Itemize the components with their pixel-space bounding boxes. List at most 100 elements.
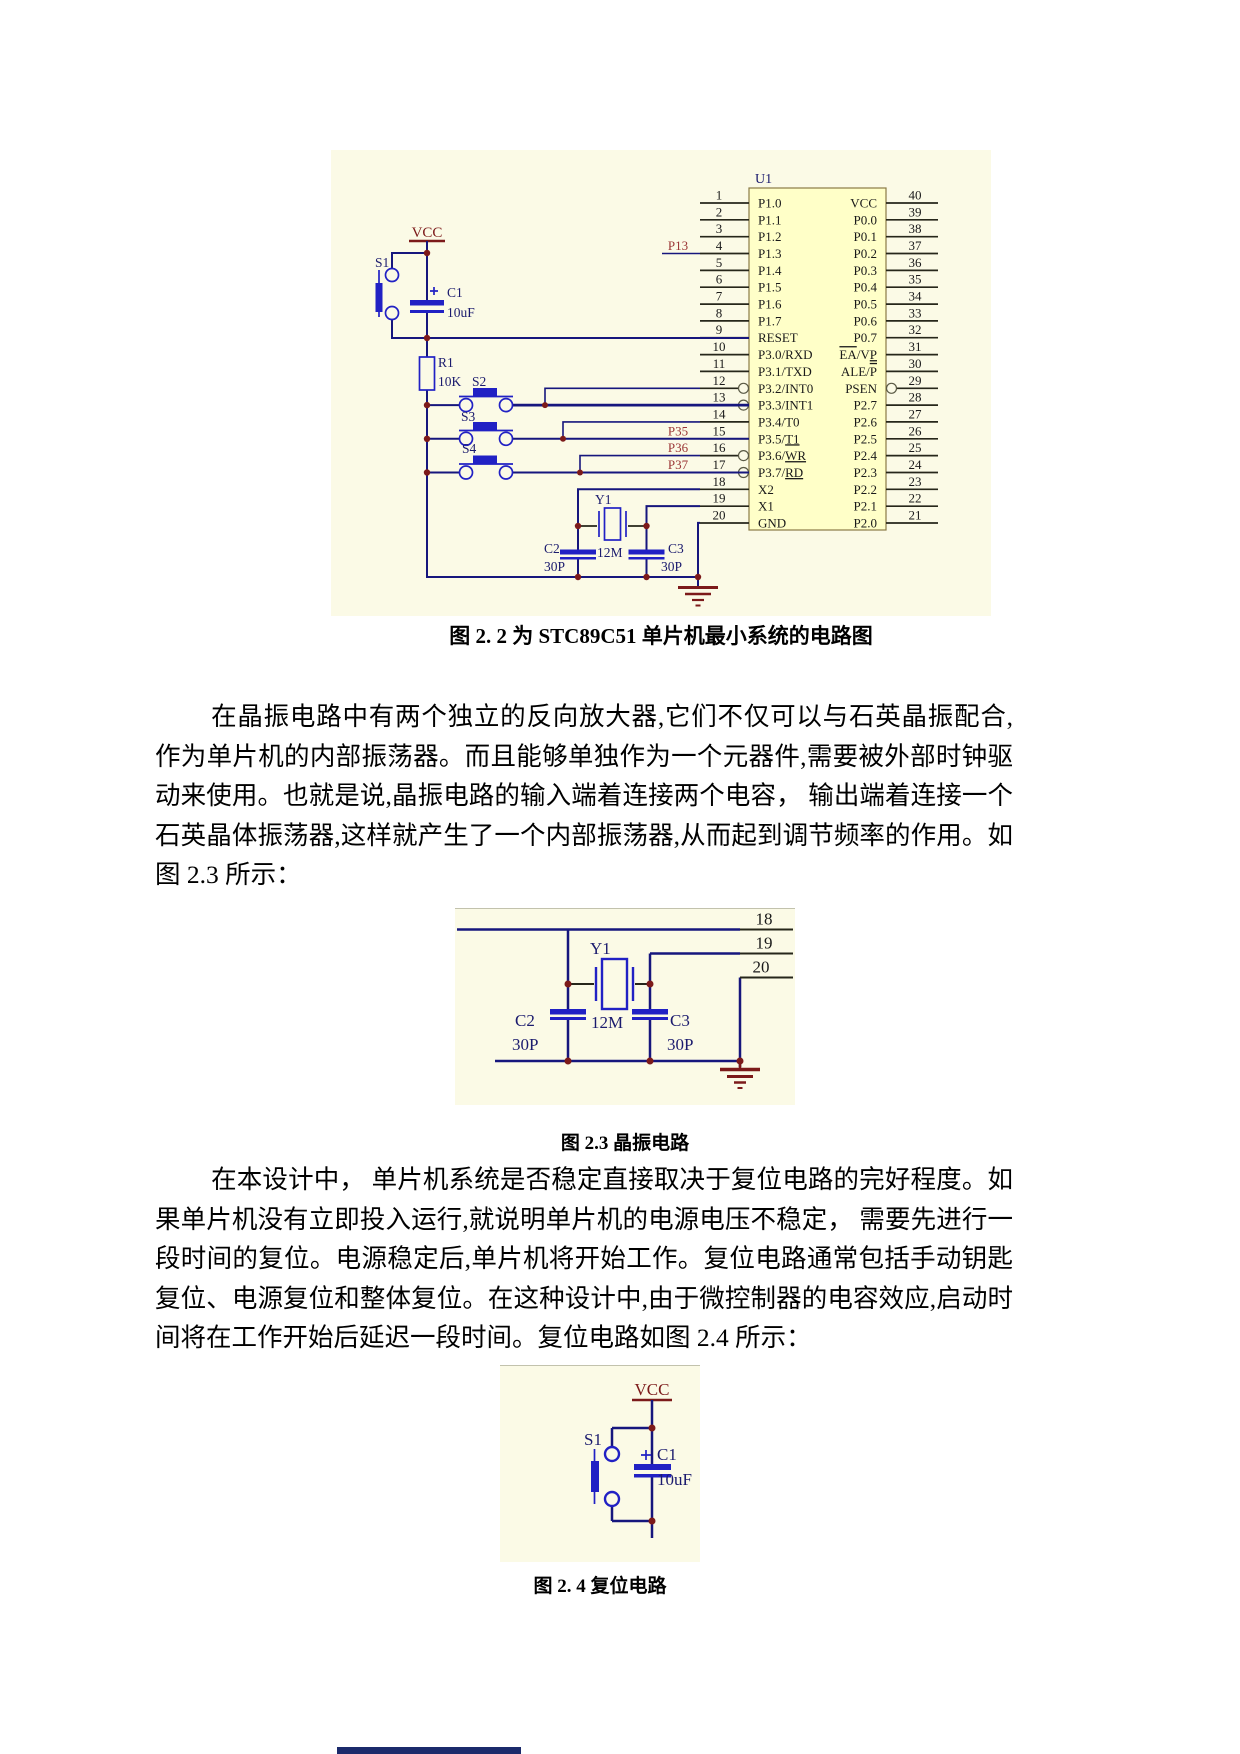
c3-plate-top: [632, 1009, 668, 1015]
y1-value: 12M: [591, 1013, 623, 1032]
pin-label-right-28: P2.7: [854, 398, 878, 413]
s1-ref: S1: [584, 1430, 602, 1449]
crystal-circuit-svg: 18 19 20 Y1 12M C2 30P C3 30P: [457, 910, 793, 1089]
pin-label-left-3: P1.2: [758, 229, 781, 244]
paragraph-reset: 在本设计中， 单片机系统是否稳定直接取决于复位电路的完好程度。如果单片机没有立即…: [155, 1165, 1013, 1352]
pin-label-left-7: P1.6: [758, 297, 782, 312]
pin-number-right-40: 40: [909, 188, 922, 203]
s1-terminal-bottom: [603, 1490, 621, 1508]
pin-number-left-16: 16: [713, 440, 727, 455]
reset-circuit-svg: VCC S1 C1 10uF: [584, 1380, 692, 1538]
s1-terminal-top: [384, 267, 400, 283]
pin-label-left-9: RESET: [758, 330, 798, 345]
c3-plate-bottom: [632, 1017, 668, 1020]
c3-value: 30P: [667, 1035, 693, 1054]
c2-plate-bottom: [560, 557, 596, 560]
s3-terminal-right: [498, 431, 514, 447]
pin-label-left-16: P3.6/WR: [758, 448, 806, 463]
pin-number-left-4: 4: [716, 238, 723, 253]
pin-number-left-1: 1: [716, 188, 723, 203]
c2-ref: C2: [544, 541, 560, 556]
pin-number-right-30: 30: [909, 356, 922, 371]
c3-value: 30P: [661, 559, 682, 574]
pin-number-right-22: 22: [909, 491, 922, 506]
pin-label-right-24: P2.3: [854, 465, 877, 480]
pin-label-right-26: P2.5: [854, 431, 877, 446]
inversion-bubble-pin-29: [885, 382, 898, 394]
c1-plate-bottom: [634, 1474, 671, 1478]
s1-terminal-bottom: [384, 305, 400, 321]
c1-ref: C1: [447, 285, 463, 300]
y1-plates: [598, 511, 627, 537]
y1-ref: Y1: [595, 492, 612, 507]
pin-number-right-29: 29: [909, 373, 922, 388]
c2-plate-top: [560, 549, 596, 555]
pin-label-left-15: P3.5/T1: [758, 431, 800, 446]
int0-step-wire: [544, 387, 700, 406]
c2-plate-top: [550, 1009, 586, 1015]
pin-number-left-6: 6: [716, 272, 723, 287]
junction-dots: [648, 1424, 656, 1525]
r1-body: [418, 356, 436, 391]
pin-label-left-12: P3.2/INT0: [758, 381, 813, 396]
junction-dots: [423, 249, 702, 581]
pin-label-left-10: P3.0/RXD: [758, 347, 813, 362]
components-layer: [375, 267, 718, 607]
ic-pins-layer: 1P1.02P1.13P1.24P1.3P135P1.46P1.57P1.68P…: [662, 188, 938, 531]
components-layer: [591, 1445, 671, 1508]
labels-layer: VCC S1 C1 10uF: [584, 1380, 692, 1489]
y1-ref: Y1: [590, 939, 611, 958]
x2-wire: [577, 488, 700, 526]
c2-ref: C2: [515, 1011, 535, 1030]
c1-plate-top: [634, 1464, 671, 1470]
pin-number-right-23: 23: [909, 474, 922, 489]
pin-label-right-21: P2.0: [854, 516, 877, 531]
s4-terminal-left: [458, 465, 474, 480]
pin-number-right-39: 39: [909, 204, 922, 219]
c3-plate-bottom: [628, 557, 665, 560]
pin-number-left-11: 11: [713, 356, 726, 371]
s1-top-wire: [391, 252, 427, 269]
pin-number-left-13: 13: [713, 390, 726, 405]
pin-number-left-19: 19: [713, 491, 726, 506]
pin-number-right-35: 35: [909, 272, 922, 287]
y1-plates: [594, 967, 635, 1001]
pin-number-right-34: 34: [909, 289, 923, 304]
pin-label-right-29: PSEN: [845, 381, 877, 396]
pin-number-left-7: 7: [716, 289, 723, 304]
pin-number-right-28: 28: [909, 390, 922, 405]
pin-number-left-2: 2: [716, 204, 723, 219]
pin-number-right-33: 33: [909, 305, 922, 320]
s3-ref: S3: [461, 409, 476, 424]
pin-number-left-17: 17: [713, 457, 727, 472]
s2-actuator: [473, 388, 497, 396]
pin20-number: 20: [753, 958, 770, 977]
pin-label-right-23: P2.2: [854, 482, 877, 497]
c2-value: 30P: [544, 559, 565, 574]
pin-label-left-2: P1.1: [758, 212, 781, 227]
pin-label-right-36: P0.3: [854, 263, 877, 278]
pin-number-left-9: 9: [716, 322, 723, 337]
pin-number-right-26: 26: [909, 423, 923, 438]
pin-label-left-20: GND: [758, 516, 786, 531]
vcc-label: VCC: [635, 1380, 670, 1399]
pin-label-left-4: P1.3: [758, 246, 781, 261]
figure-2-3-caption: 图 2.3 晶振电路: [560, 1133, 690, 1154]
pin-label-right-35: P0.4: [854, 280, 878, 295]
pin-label-left-14: P3.4/T0: [758, 414, 800, 429]
net-label-P35: P35: [668, 423, 688, 438]
ground-rail: [426, 405, 698, 578]
pin-label-left-6: P1.5: [758, 280, 781, 295]
pin-number-right-21: 21: [909, 508, 922, 523]
pin-number-left-20: 20: [713, 508, 726, 523]
wr-step-wire: [579, 454, 700, 473]
y1-body: [600, 957, 629, 1011]
pin-number-left-8: 8: [716, 305, 723, 320]
pin-label-left-11: P3.1/TXD: [758, 364, 812, 379]
pin-label-right-27: P2.6: [854, 414, 878, 429]
pin-label-right-22: P2.1: [854, 499, 877, 514]
net-label-P36: P36: [668, 440, 689, 455]
c1-plate-top: [410, 300, 444, 306]
pin-label-left-18: X2: [758, 482, 774, 497]
